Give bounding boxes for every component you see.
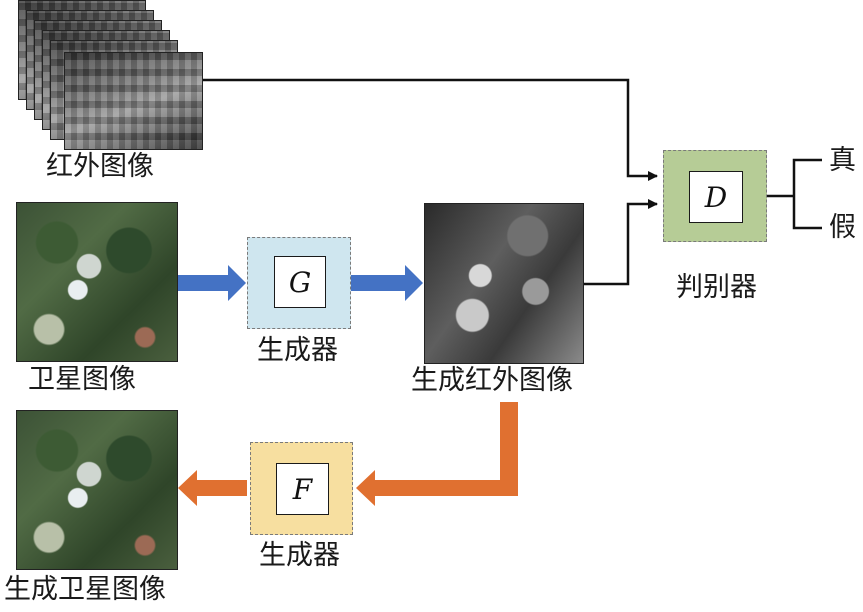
generated-to-discriminator-line xyxy=(584,199,658,286)
generator-g-box: G xyxy=(247,237,351,329)
satellite-to-generator-arrow xyxy=(178,265,246,301)
generator-f-box: F xyxy=(250,442,353,535)
satellite-image xyxy=(16,202,178,362)
generator-f-to-satellite-arrow xyxy=(178,470,247,506)
generator-to-generated-arrow xyxy=(351,265,423,301)
real-label: 真 xyxy=(829,145,856,176)
fake-label: 假 xyxy=(829,212,856,243)
satellite-image-label: 卫星图像 xyxy=(28,364,136,395)
discriminator-symbol: D xyxy=(689,171,743,223)
real-fake-bracket xyxy=(792,158,822,230)
generated-satellite-label: 生成卫星图像 xyxy=(4,574,166,605)
generated-to-generator-f-arrow xyxy=(356,402,518,506)
generator-f-caption: 生成器 xyxy=(259,540,340,571)
infrared-to-discriminator-line xyxy=(203,78,658,181)
infrared-image xyxy=(64,52,203,150)
generated-infrared-image xyxy=(424,203,584,364)
generated-satellite-image xyxy=(16,410,178,570)
generator-g-caption: 生成器 xyxy=(257,335,338,366)
generator-g-symbol: G xyxy=(274,256,326,308)
discriminator-box: D xyxy=(663,150,767,242)
generator-f-symbol: F xyxy=(276,463,329,515)
infrared-image-label: 红外图像 xyxy=(46,151,154,182)
generated-infrared-label: 生成红外图像 xyxy=(411,365,573,396)
discriminator-caption: 判别器 xyxy=(676,272,757,303)
